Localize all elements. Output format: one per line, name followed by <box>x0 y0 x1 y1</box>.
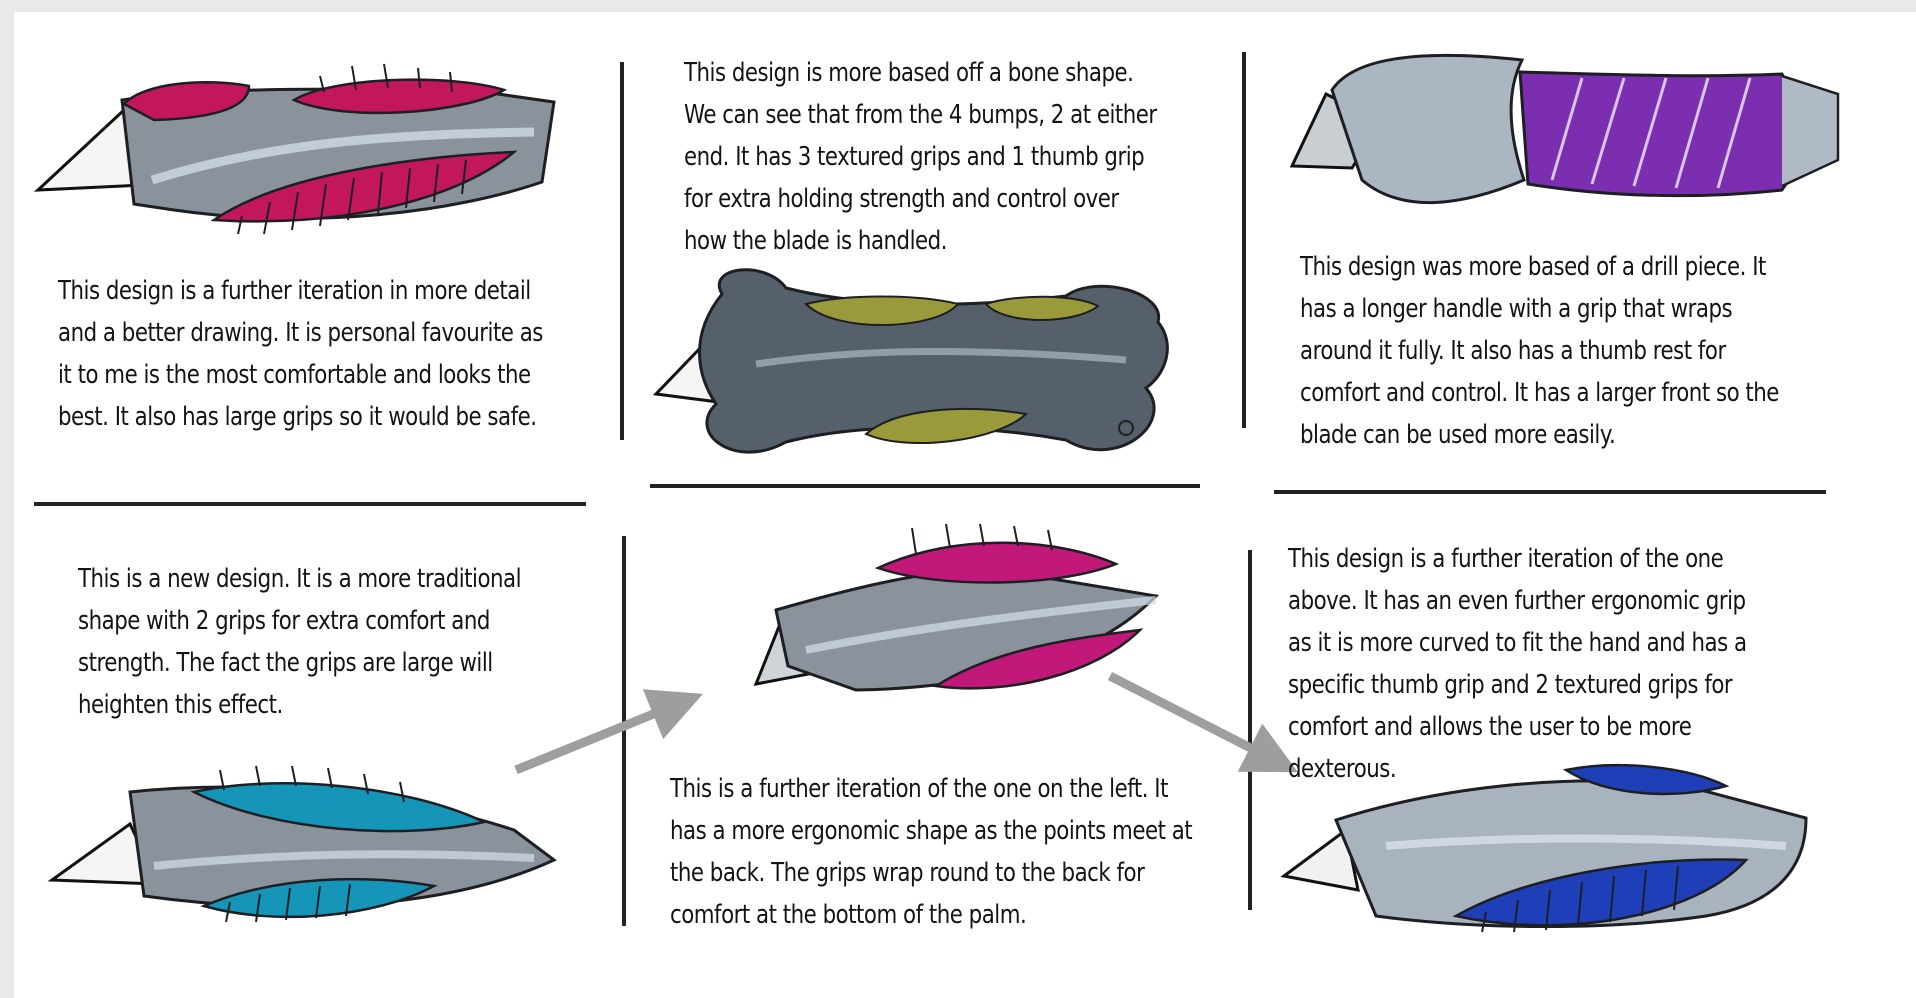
caption-line: best. It also has large grips so it woul… <box>58 402 537 432</box>
caption-design-6: This design is a further iteration of th… <box>1288 538 1747 790</box>
caption-design-4: This is a new design. It is a more tradi… <box>78 558 522 726</box>
caption-line: around it fully. It also has a thumb res… <box>1300 336 1726 366</box>
caption-line: has a longer handle with a grip that wra… <box>1300 294 1733 324</box>
caption-line: This is a new design. It is a more tradi… <box>78 564 522 594</box>
caption-line: end. It has 3 textured grips and 1 thumb… <box>684 142 1145 172</box>
document-page: This design is a further iteration in mo… <box>14 12 1916 998</box>
caption-line: as it is more curved to fit the hand and… <box>1288 628 1747 658</box>
caption-line: This design is a further iteration in mo… <box>58 276 531 306</box>
caption-line: This is a further iteration of the one o… <box>670 774 1168 804</box>
layout-dividers <box>34 52 1826 926</box>
caption-line: how the blade is handled. <box>684 226 947 256</box>
caption-line: for extra holding strength and control o… <box>684 184 1119 214</box>
caption-line: dexterous. <box>1288 754 1397 784</box>
caption-line: blade can be used more easily. <box>1300 420 1616 450</box>
caption-line: the back. The grips wrap round to the ba… <box>670 858 1145 888</box>
caption-line: it to me is the most comfortable and loo… <box>58 360 531 390</box>
caption-line: has a more ergonomic shape as the points… <box>670 816 1193 846</box>
caption-line: comfort and control. It has a larger fro… <box>1300 378 1779 408</box>
caption-line: This design is more based off a bone sha… <box>684 58 1134 88</box>
knife-sketch-design-1 <box>34 63 556 235</box>
knife-sketch-design-3 <box>1289 53 1840 204</box>
knife-sketch-design-5 <box>753 523 1160 692</box>
caption-line: shape with 2 grips for extra comfort and <box>78 606 490 636</box>
caption-design-2: This design is more based off a bone sha… <box>684 52 1157 262</box>
arrow-right-up <box>514 689 704 775</box>
caption-line: and a better drawing. It is personal fav… <box>58 318 543 348</box>
caption-line: heighten this effect. <box>78 690 283 720</box>
caption-line: We can see that from the 4 bumps, 2 at e… <box>684 100 1157 130</box>
knife-sketch-design-6 <box>1280 764 1808 933</box>
caption-design-5: This is a further iteration of the one o… <box>670 768 1193 936</box>
knife-sketch-design-4 <box>47 765 557 923</box>
caption-line: strength. The fact the grips are large w… <box>78 648 493 678</box>
caption-design-1: This design is a further iteration in mo… <box>58 270 543 438</box>
caption-line: comfort and allows the user to be more <box>1288 712 1692 742</box>
caption-line: specific thumb grip and 2 textured grips… <box>1288 670 1733 700</box>
arrow-right-down <box>1107 671 1299 773</box>
caption-line: above. It has an even further ergonomic … <box>1288 586 1746 616</box>
knife-sketch-design-2 <box>652 268 1169 454</box>
caption-line: This design was more based of a drill pi… <box>1300 252 1766 282</box>
caption-design-3: This design was more based of a drill pi… <box>1300 246 1779 456</box>
caption-line: comfort at the bottom of the palm. <box>670 900 1027 930</box>
caption-line: This design is a further iteration of th… <box>1288 544 1724 574</box>
